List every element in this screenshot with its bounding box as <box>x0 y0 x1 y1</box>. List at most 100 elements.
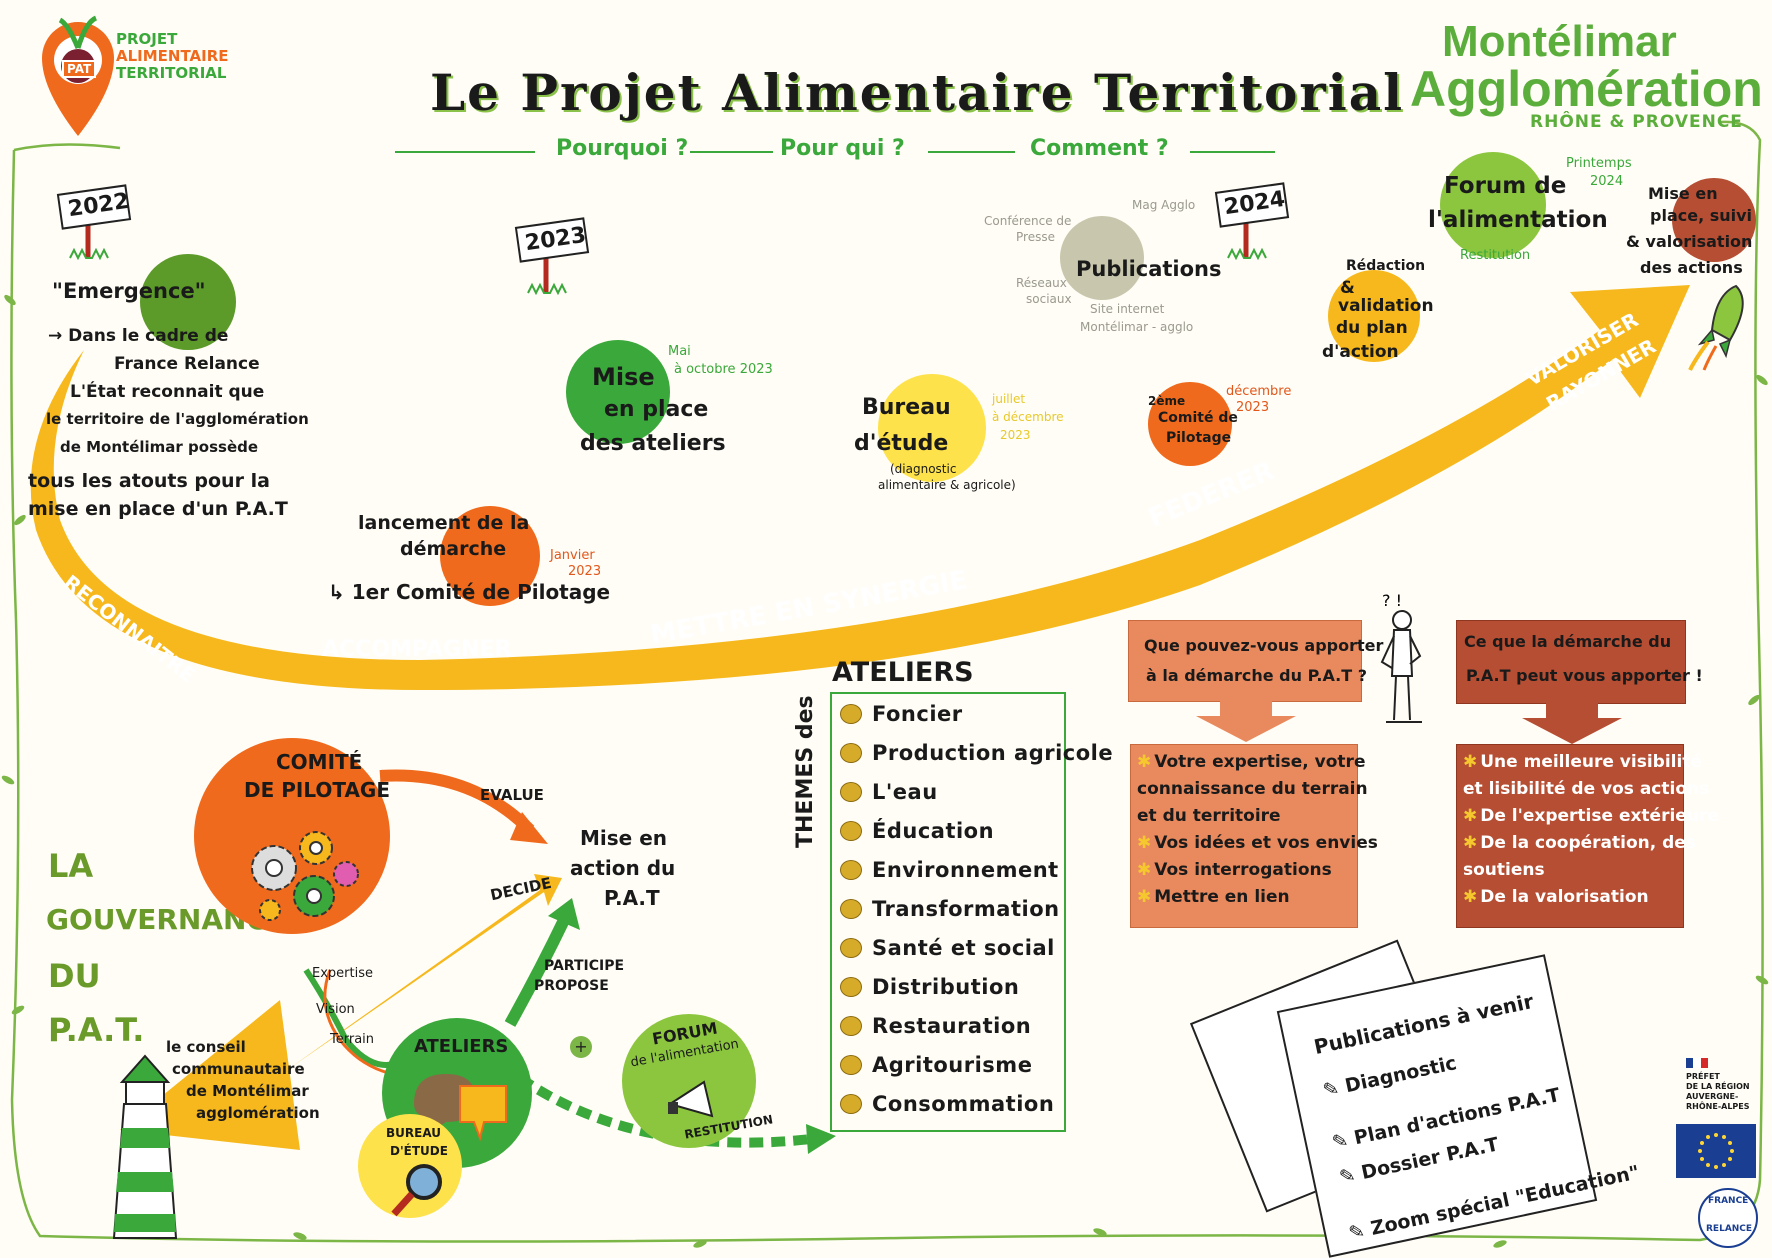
comite-pilotage-line-2: DE PILOTAGE <box>244 778 391 802</box>
comite2-line-3: Pilotage <box>1166 430 1232 446</box>
magnifier-icon <box>391 1164 442 1217</box>
france-relance-seal-icon <box>1698 1188 1758 1248</box>
bureau-line-3: (diagnostic <box>890 462 957 476</box>
gouvernance-line-3: DU <box>48 957 101 995</box>
pat-logo-badge: PAT <box>62 60 97 78</box>
subtitle-pourquoi: Pourquoi ? <box>556 136 689 161</box>
prefet-line-1: PRÉFET <box>1686 1072 1720 1081</box>
gouvernance-line-1: LA <box>48 847 94 885</box>
theme-item: Transformation <box>832 889 1064 928</box>
themes-header: ATELIERS <box>832 657 974 688</box>
eu-flag-icon <box>1676 1124 1756 1178</box>
theme-label: Foncier <box>872 701 963 726</box>
redaction-circle <box>1328 270 1420 362</box>
flow-expertise: Expertise <box>312 966 373 981</box>
answer-text: Une meilleure visibilité <box>1480 752 1702 772</box>
star-bullet-icon: ✱ <box>1463 833 1478 853</box>
emergence-line-1: → Dans le cadre de <box>48 326 229 346</box>
flow-terrain: Terrain <box>330 1032 375 1047</box>
publications-c4b: Montélimar - agglo <box>1080 320 1194 334</box>
question-right-box <box>1456 620 1686 704</box>
forum-top-line-1: Forum de <box>1444 173 1567 199</box>
theme-item: Santé et social <box>832 928 1064 967</box>
forum-top-date-2: 2024 <box>1590 174 1624 189</box>
answer-line: soutiens <box>1463 857 1677 884</box>
bread-bullet-icon <box>840 937 862 958</box>
mise-en-place-line-2: place, suivi <box>1650 206 1753 225</box>
redaction-line-3: validation <box>1338 296 1434 316</box>
bread-bullet-icon <box>840 703 862 724</box>
answer-line: ✱Vos interrogations <box>1137 857 1351 884</box>
mise-action-line-2: action du <box>570 856 676 880</box>
gouvernance-line-4: P.A.T. <box>48 1011 145 1049</box>
ateliers-mise-date-2: à octobre 2023 <box>674 362 773 377</box>
ateliers-mise-line-3: des ateliers <box>580 431 726 456</box>
mise-en-place-circle <box>1672 178 1756 262</box>
answer-line: ✱De la valorisation <box>1463 884 1677 911</box>
theme-item: Distribution <box>832 967 1064 1006</box>
comite2-line-1: 2ème <box>1148 394 1186 408</box>
ateliers-mise-date-1: Mai <box>668 344 691 359</box>
theme-label: Consommation <box>872 1091 1055 1116</box>
ateliers-mise-line-1: Mise <box>592 363 655 391</box>
relance-line-1: FRANCE <box>1708 1196 1749 1206</box>
emergence-line-7: mise en place d'un P.A.T <box>28 498 288 520</box>
answer-line: ✱De l'expertise extérieure <box>1463 803 1719 830</box>
theme-item: Restauration <box>832 1006 1064 1045</box>
bureau-date-2: à décembre <box>992 410 1064 424</box>
publications-c3b: sociaux <box>1026 292 1072 306</box>
conseil-line-2: communautaire <box>172 1060 305 1078</box>
theme-item: Environnement <box>832 850 1064 889</box>
rocket-icon <box>1688 284 1744 371</box>
relance-line-2: RELANCE <box>1706 1224 1753 1234</box>
arrow-label-accompagner: ACCOMPAGNER <box>322 637 512 662</box>
prefet-line-3: AUVERGNE- <box>1686 1092 1739 1101</box>
conseil-line-1: le conseil <box>166 1038 246 1056</box>
bread-bullet-icon <box>840 1054 862 1075</box>
theme-item: Consommation <box>832 1084 1064 1123</box>
megaphone-icon <box>667 1080 714 1118</box>
question-right-line-1: Ce que la démarche du <box>1464 632 1672 651</box>
publications-c1a: Conférence de <box>984 214 1072 228</box>
prefet-line-4: RHÔNE-ALPES <box>1686 1102 1750 1111</box>
forum-bottom-circle <box>622 1014 756 1148</box>
participe-line-1: PARTICIPE <box>544 958 625 974</box>
lancement-date-1: Janvier <box>550 548 595 563</box>
emergence-line-3: L'État reconnait que <box>70 382 265 402</box>
answer-text: Mettre en lien <box>1154 887 1290 907</box>
lancement-line-3: ↳ 1er Comité de Pilotage <box>328 580 611 604</box>
answer-line: et lisibilité de vos actions <box>1463 776 1709 803</box>
page-title: Le Projet Alimentaire Territorial <box>430 63 1405 122</box>
question-right-arrow-icon <box>1522 702 1622 744</box>
answer-line: ✱De la coopération, des <box>1463 830 1696 857</box>
theme-label: Environnement <box>872 857 1059 882</box>
theme-label: Santé et social <box>872 935 1055 960</box>
lancement-circle <box>440 506 540 606</box>
comite2-line-2: Comité de <box>1158 410 1238 426</box>
emergence-line-6: tous les atouts pour la <box>28 470 270 492</box>
theme-label: Agritourisme <box>872 1052 1033 1077</box>
mise-en-place-line-4: des actions <box>1640 258 1743 277</box>
bread-bullet-icon <box>840 1093 862 1114</box>
evalue-label: EVALUE <box>480 786 544 804</box>
publications-main: Publications <box>1076 257 1222 281</box>
answer-text: connaissance du terrain <box>1137 779 1368 799</box>
comite2-date-1: décembre <box>1226 384 1292 399</box>
answer-text: De la valorisation <box>1480 887 1649 907</box>
theme-label: L'eau <box>872 779 938 804</box>
mise-en-place-line-3: & valorisation <box>1626 232 1753 251</box>
forum-top-line-2: l'alimentation <box>1428 207 1608 233</box>
ateliers-circle-label: ATELIERS <box>414 1036 509 1057</box>
publications-c3a: Réseaux <box>1016 276 1067 290</box>
year-sign-2023-icon <box>514 217 590 295</box>
answer-line: connaissance du terrain <box>1137 776 1368 803</box>
emergence-line-2: France Relance <box>114 354 260 374</box>
question-left-line-2: à la démarche du P.A.T ? <box>1146 666 1367 685</box>
pat-logo-line3: TERRITORIAL <box>116 64 227 82</box>
theme-label: Transformation <box>872 896 1060 921</box>
conseil-line-3: de Montélimar <box>186 1082 309 1100</box>
star-bullet-icon: ✱ <box>1137 887 1152 907</box>
lancement-line-1: lancement de la <box>358 512 530 534</box>
